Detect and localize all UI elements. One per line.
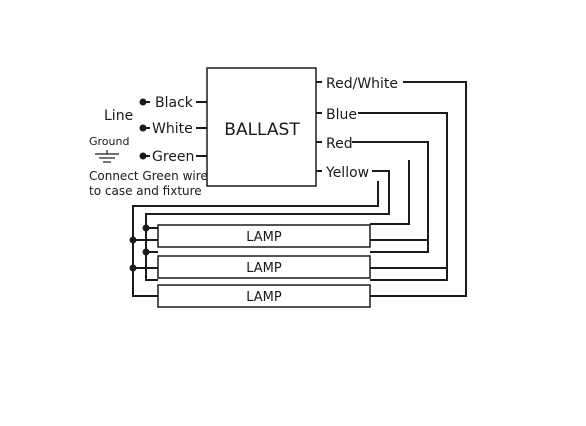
black-wire-label: Black: [155, 95, 194, 111]
ballast-label: BALLAST: [224, 120, 300, 140]
wire-yellow: [145, 170, 390, 228]
wire-red-white: [370, 81, 467, 297]
line-label: Line: [104, 108, 133, 124]
ground-symbol-icon: [95, 150, 119, 163]
wire-blue: [358, 112, 448, 281]
white-wire-label: White: [152, 121, 193, 137]
lamp-3: [157, 284, 371, 308]
lamp-1-label: LAMP: [246, 230, 282, 245]
wire-yellow-inner: [132, 181, 379, 297]
ballast-box: [206, 67, 317, 187]
wire-red: [352, 141, 429, 253]
wire-red-lower: [370, 160, 410, 225]
junction-dot-2: [142, 224, 150, 232]
ground-note-line1: Connect Green wire: [89, 169, 208, 183]
left-bus-d: [145, 228, 158, 281]
junction-dot-1: [129, 236, 137, 244]
output-label-red-white: Red/White: [326, 76, 398, 92]
lamp-2-label: LAMP: [246, 261, 282, 276]
ground-note-line2: to case and fixture: [89, 184, 202, 198]
junction-dot-4: [142, 248, 150, 256]
output-label-blue: Blue: [326, 107, 357, 123]
output-label-red: Red: [326, 136, 353, 152]
lamp-2: [157, 255, 371, 279]
lamp-3-label: LAMP: [246, 290, 282, 305]
output-label-yellow: Yellow: [325, 165, 369, 181]
ground-label: Ground: [89, 135, 129, 148]
lamp-1: [157, 224, 371, 248]
junction-dot-3: [129, 264, 137, 272]
green-wire-label: Green: [152, 149, 194, 165]
